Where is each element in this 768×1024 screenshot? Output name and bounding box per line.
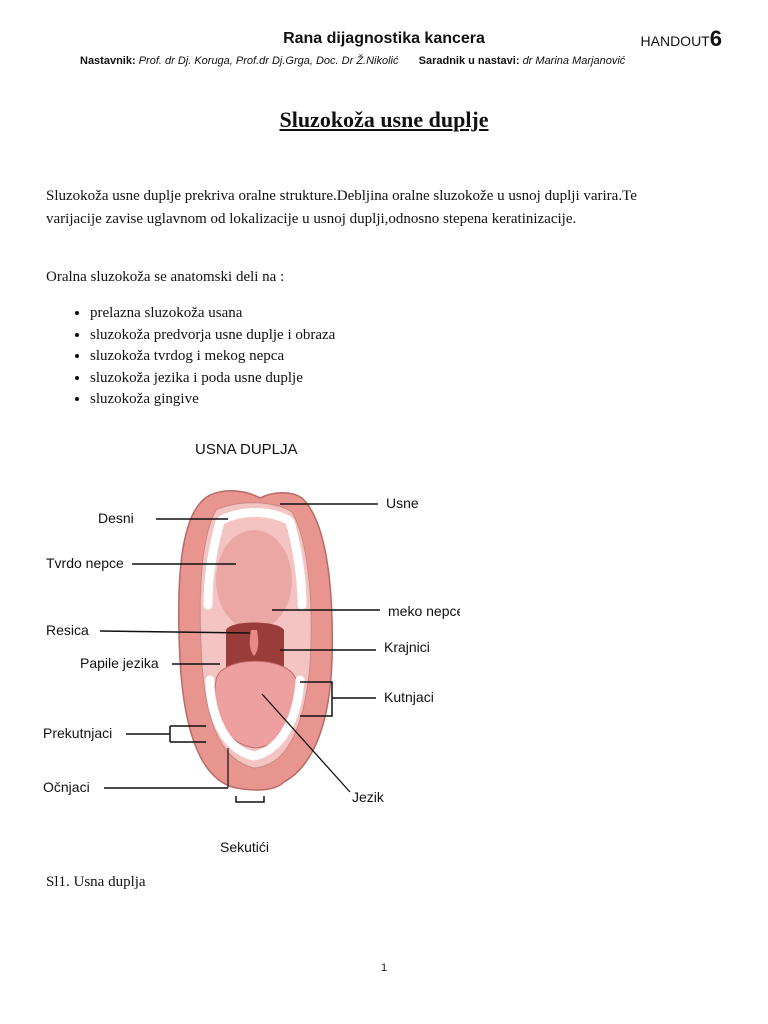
label-prekutnjaci: Prekutnjaci: [43, 725, 112, 741]
label-ocnjaci: Očnjaci: [43, 779, 90, 795]
list-item: sluzokoža predvorja usne duplje i obraza: [90, 325, 335, 347]
course-title: Rana dijagnostika kancera: [283, 30, 485, 47]
page-number: 1: [380, 962, 388, 974]
label-jezik: Jezik: [352, 789, 385, 805]
label-desni: Desni: [98, 510, 134, 526]
label-usne: Usne: [386, 495, 419, 511]
label-resica: Resica: [46, 622, 89, 638]
label-krajnici: Krajnici: [384, 639, 430, 655]
figure-title: USNA DUPLJA: [195, 441, 298, 458]
list-item: sluzokoža gingive: [90, 389, 335, 411]
mucosa-list: prelazna sluzokoža usana sluzokoža predv…: [46, 303, 335, 411]
assistant-name: dr Marina Marjanović: [522, 55, 626, 67]
document-title: Sluzokoža usne duplje: [279, 107, 489, 132]
teacher-label: Nastavnik:: [80, 55, 136, 67]
division-paragraph: Oralna sluzokoža se anatomski deli na :: [46, 269, 285, 285]
list-item: sluzokoža jezika i poda usne duplje: [90, 368, 335, 390]
handout-label: HANDOUT6: [641, 26, 722, 52]
mouth-illustration: [177, 490, 334, 791]
teacher-names: Prof. dr Dj. Koruga, Prof.dr Dj.Grga, Do…: [138, 55, 399, 67]
label-tvrdo-nepce: Tvrdo nepce: [46, 555, 124, 571]
handout-text: HANDOUT: [640, 33, 710, 49]
staff-line: Nastavnik: Prof. dr Dj. Koruga, Prof.dr …: [80, 55, 625, 67]
assistant-label: Saradnik u nastavi:: [418, 55, 520, 67]
intro-paragraph: Sluzokoža usne duplje prekriva oralne st…: [46, 188, 637, 227]
label-sekutici: Sekutići: [220, 839, 269, 855]
label-papile-jezika: Papile jezika: [80, 655, 159, 671]
list-item: prelazna sluzokoža usana: [90, 303, 335, 325]
figure-caption: Sl1. Usna duplja: [46, 874, 146, 890]
label-meko-nepce: meko nepce: [388, 603, 460, 619]
handout-number: 6: [709, 26, 722, 51]
label-kutnjaci: Kutnjaci: [384, 689, 434, 705]
oral-cavity-diagram: USNA DUPLJA Desni Tvrdo nepce Resica Pap…: [43, 441, 460, 855]
list-item: sluzokoža tvrdog i mekog nepca: [90, 346, 335, 368]
